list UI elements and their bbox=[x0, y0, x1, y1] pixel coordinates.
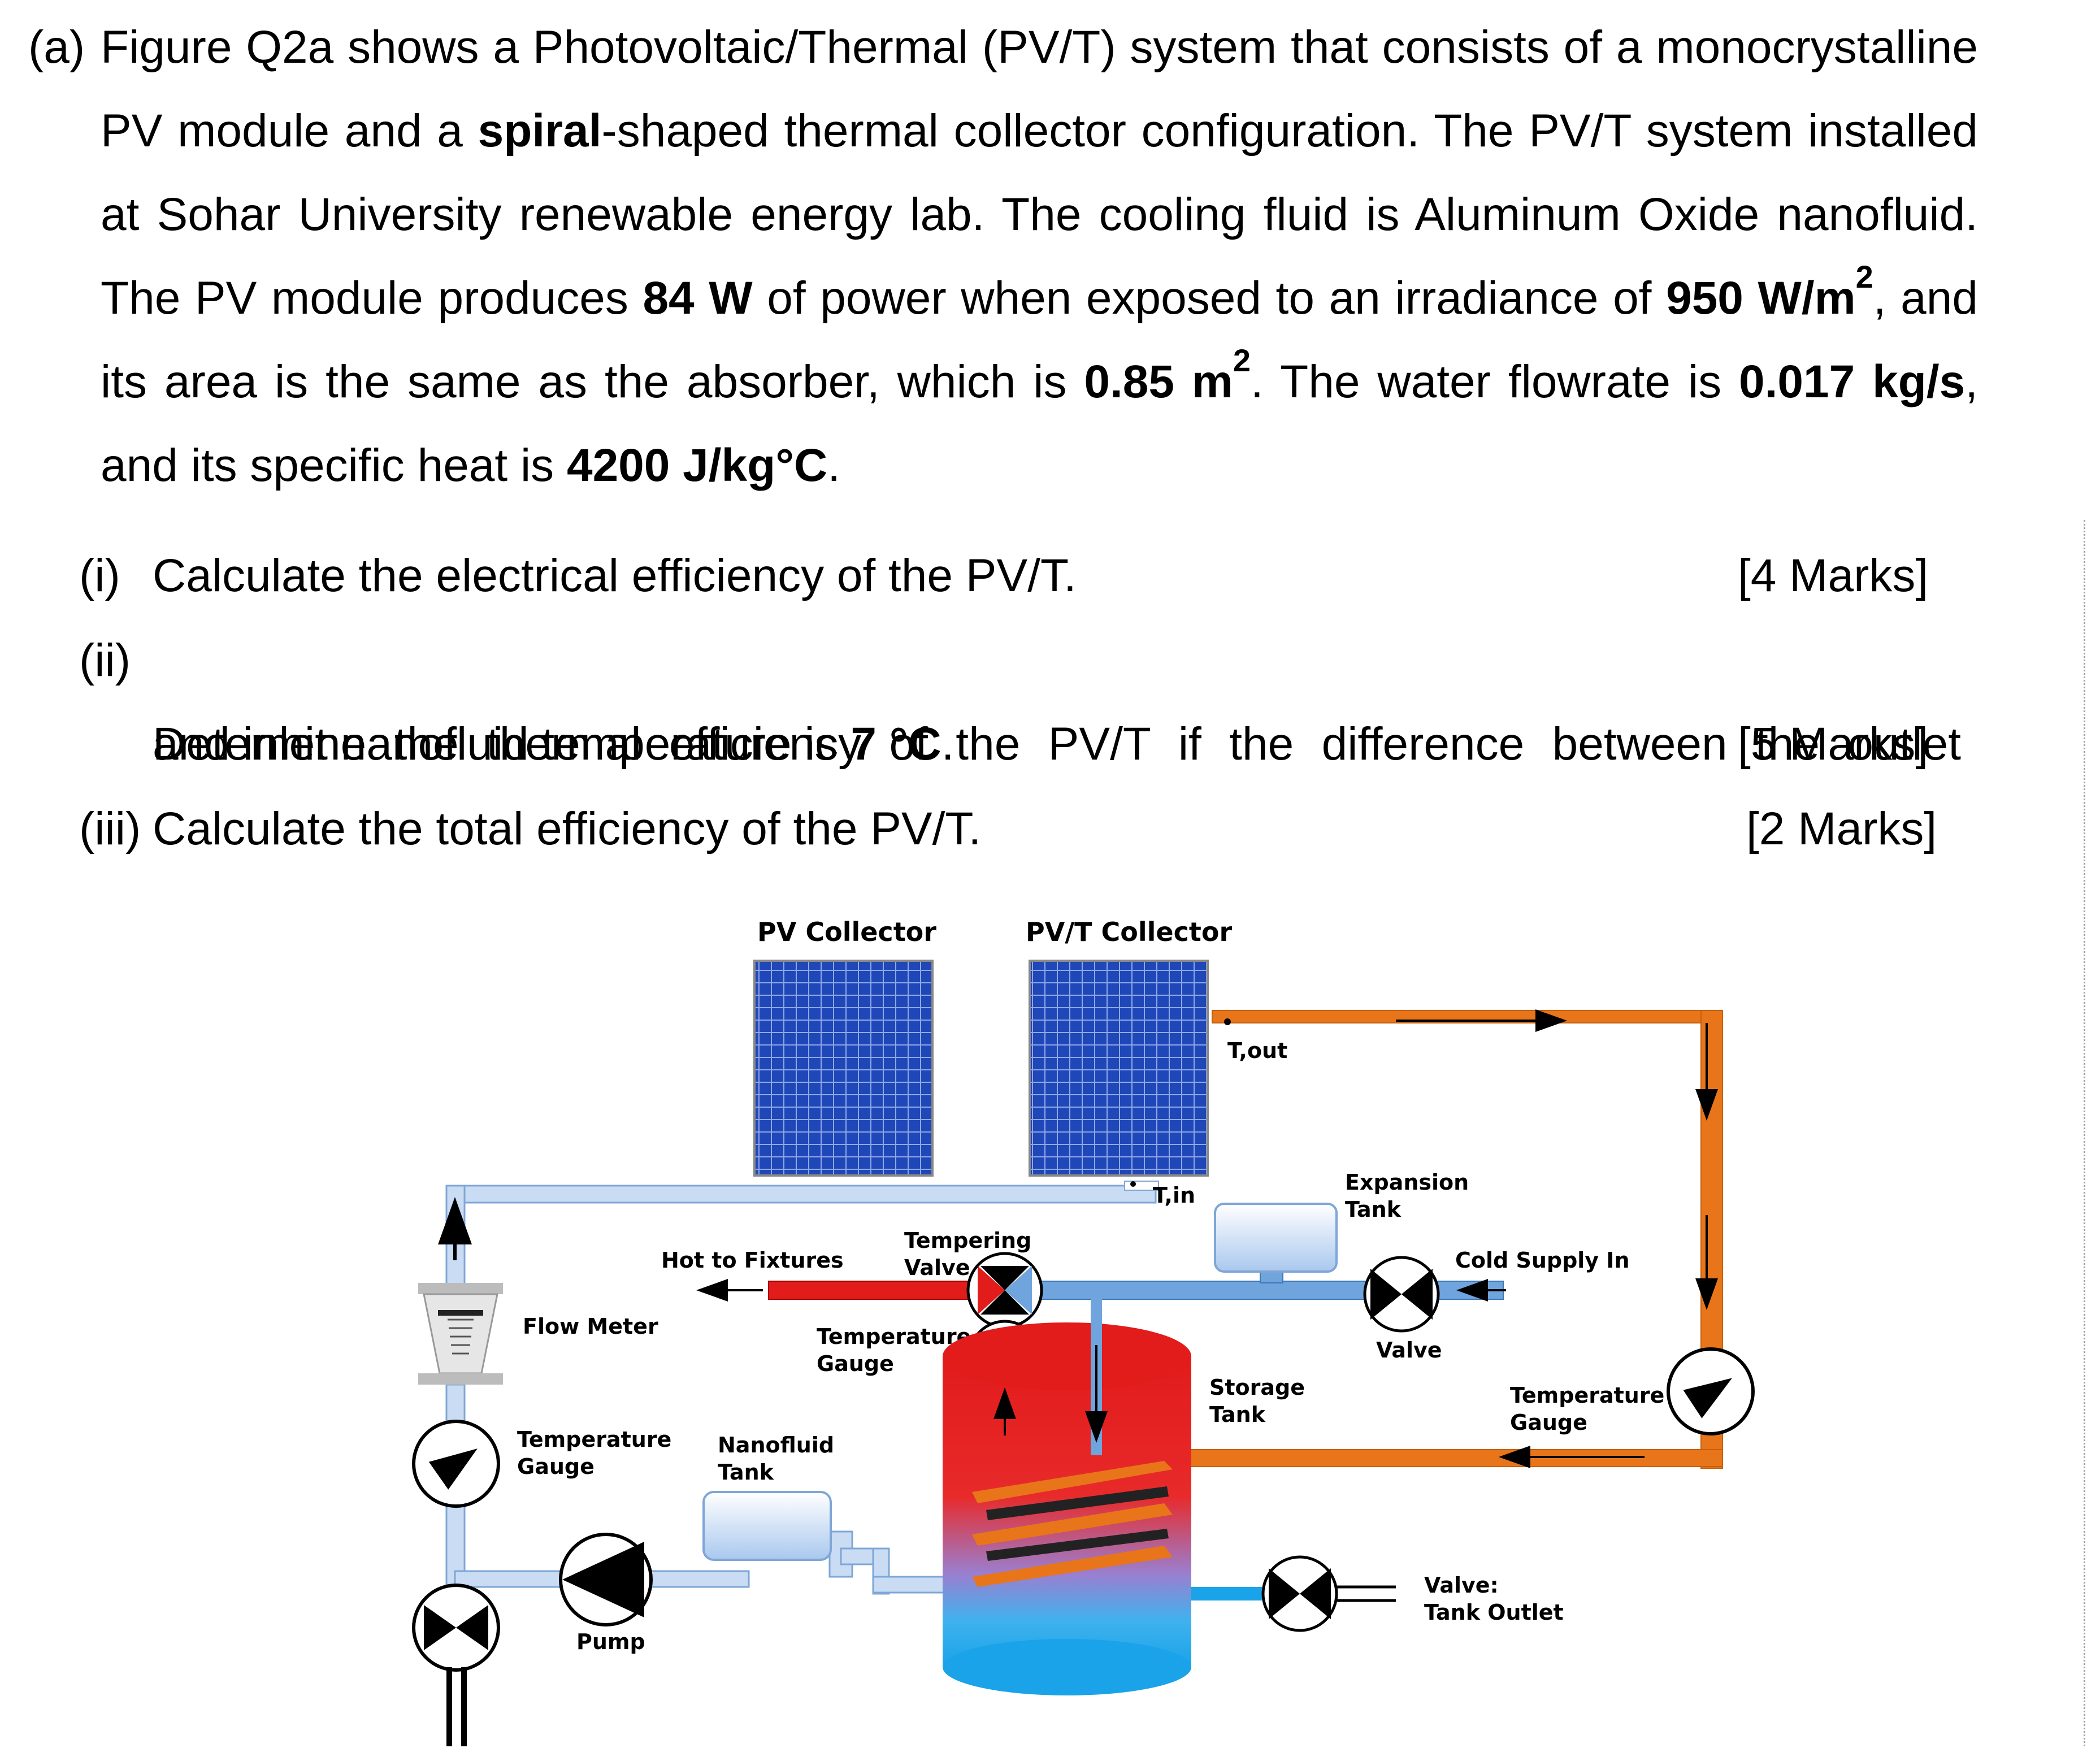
pvt-collector-label: PV/T Collector bbox=[1026, 917, 1232, 947]
intro-segment: , and its area is the same as the absorb… bbox=[101, 272, 1978, 407]
left-temperature-gauge-label-1: Temperature bbox=[517, 1427, 671, 1452]
spiral-heat-exchanger bbox=[972, 1461, 1173, 1587]
cold-supply-label: Cold Supply In bbox=[1455, 1248, 1630, 1273]
part-2-line2: and inlet nanofluid temperature is 7 °C.… bbox=[153, 702, 1955, 786]
pv-collector-label: PV Collector bbox=[757, 917, 936, 947]
storage-tank bbox=[943, 1322, 1191, 1695]
intro-body: Figure Q2a shows a Photovoltaic/Thermal … bbox=[101, 6, 1978, 508]
outlet-pipe-left bbox=[446, 1667, 452, 1746]
intro-segment: 4200 J/kg°C bbox=[566, 440, 828, 491]
part-2-text-line2-pre: and inlet nanofluid temperature is bbox=[153, 718, 851, 770]
part-2-text-line1: Determine the thermal efficiency of the … bbox=[153, 718, 1961, 770]
intro-label: (a) bbox=[28, 21, 85, 73]
intro-segment: -shaped thermal collector configuration.… bbox=[101, 105, 1978, 324]
t-in-sensor bbox=[1130, 1181, 1136, 1187]
intro-segment: . bbox=[827, 440, 841, 491]
tank-outlet-pipe bbox=[1191, 1587, 1262, 1600]
tempering-valve-label-1: Tempering bbox=[904, 1228, 1031, 1253]
intro-segment: 950 W/m bbox=[1666, 272, 1856, 324]
flow-meter bbox=[418, 1283, 503, 1385]
intro-segment: Figure Q2a shows a Photovoltaic/Thermal … bbox=[101, 21, 1978, 157]
right-temperature-gauge bbox=[1667, 1347, 1755, 1435]
storage-tank-label-2: Tank bbox=[1209, 1402, 1266, 1427]
part-1: (i) Calculate the electrical efficiency … bbox=[79, 534, 1955, 618]
part-3-text: Calculate the total efficiency of the PV… bbox=[153, 803, 982, 855]
intro-segment: spiral bbox=[478, 105, 602, 157]
part-1-label: (i) bbox=[79, 550, 120, 601]
hot-to-fixtures-label: Hot to Fixtures bbox=[661, 1248, 844, 1273]
left-temperature-gauge bbox=[412, 1420, 500, 1508]
tank-outlet-lines bbox=[1337, 1585, 1396, 1602]
pvt-collector-panel bbox=[1029, 960, 1209, 1177]
tank-outlet-valve-label-2: Tank Outlet bbox=[1424, 1600, 1564, 1625]
outlet-pipe-right bbox=[461, 1667, 467, 1746]
t-in-label: T,in bbox=[1153, 1183, 1195, 1208]
pump[interactable] bbox=[559, 1533, 653, 1626]
part-2-text-line2-post: . bbox=[941, 718, 954, 770]
expansion-tank-label-2: Tank bbox=[1345, 1197, 1402, 1222]
pump-label: Pump bbox=[576, 1629, 645, 1654]
intro-segment: 0.017 kg/s bbox=[1739, 356, 1966, 407]
t-out-sensor bbox=[1224, 1018, 1231, 1025]
page-margin-rule bbox=[2084, 520, 2085, 1746]
valve-label: Valve bbox=[1376, 1338, 1442, 1363]
tempering-valve-label-2: Valve bbox=[904, 1255, 970, 1280]
part-1-marks: [4 Marks] bbox=[1738, 550, 1929, 601]
center-temperature-gauge-label-1: Temperature bbox=[817, 1324, 971, 1349]
t-out-label: T,out bbox=[1227, 1038, 1287, 1063]
part-2-label: (ii) bbox=[79, 635, 131, 686]
part-2: (ii) Determine the thermal efficiency of… bbox=[79, 619, 1961, 770]
inlet-valve[interactable] bbox=[412, 1584, 500, 1672]
right-temperature-gauge-label-2: Gauge bbox=[1510, 1410, 1587, 1435]
intro-segment: 0.85 m bbox=[1084, 356, 1233, 407]
nanofluid-tank bbox=[702, 1491, 832, 1561]
intro-segment: 84 W bbox=[643, 272, 753, 324]
intro-segment: 2 bbox=[1855, 259, 1873, 294]
tank-outlet-valve-label-1: Valve: bbox=[1424, 1573, 1499, 1598]
tempering-valve[interactable] bbox=[966, 1252, 1043, 1329]
expansion-tank bbox=[1214, 1203, 1338, 1273]
storage-tank-label-1: Storage bbox=[1209, 1375, 1305, 1400]
nanofluid-tank-label-1: Nanofluid bbox=[718, 1433, 834, 1458]
center-temperature-gauge-label-2: Gauge bbox=[817, 1351, 894, 1376]
expansion-tank-label-1: Expansion bbox=[1345, 1170, 1469, 1195]
intro-segment: . The water flowrate is bbox=[1250, 356, 1739, 407]
part-2-marks: [5 Marks] bbox=[1738, 718, 1929, 770]
part-2-text-line2-bold: 7 °C bbox=[851, 718, 941, 770]
intro-segment: , and its specific heat is bbox=[101, 356, 1978, 491]
part-3-label: (iii) bbox=[79, 803, 141, 855]
flow-meter-label: Flow Meter bbox=[523, 1314, 658, 1339]
pv-collector-panel bbox=[753, 960, 934, 1177]
tank-outlet-valve[interactable] bbox=[1261, 1555, 1338, 1632]
intro-segment: 2 bbox=[1233, 342, 1251, 378]
intro-segment: of power when exposed to an irradiance o… bbox=[752, 272, 1667, 324]
left-temperature-gauge-label-2: Gauge bbox=[517, 1454, 595, 1479]
hot-to-fixtures-pipe bbox=[768, 1281, 995, 1300]
right-temperature-gauge-label-1: Temperature bbox=[1510, 1383, 1664, 1408]
part-1-text: Calculate the electrical efficiency of t… bbox=[153, 550, 1077, 601]
part-3-marks: [2 Marks] bbox=[1746, 803, 1937, 855]
nanofluid-tank-label-2: Tank bbox=[718, 1460, 774, 1485]
part-3: (iii) Calculate the total efficiency of … bbox=[79, 787, 1955, 871]
cold-supply-valve[interactable] bbox=[1363, 1256, 1440, 1333]
